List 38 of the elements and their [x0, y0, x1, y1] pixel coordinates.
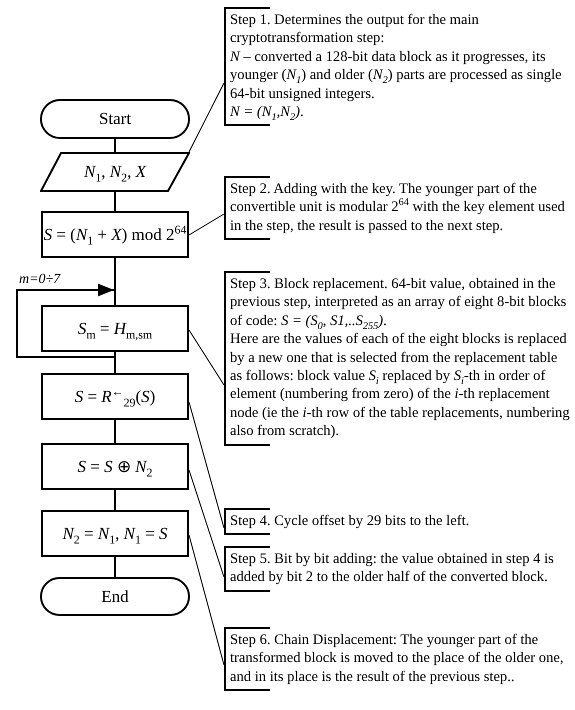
flow-line: [114, 420, 116, 443]
annotation-text: N – converted a 128-bit data block as it progresses, its younger (N$_{1}$) and older (N$_{2}$) parts are processed as single 64-bit unsigned integers.: [230, 48, 563, 104]
flow-line: [114, 192, 116, 211]
terminal-label: End: [101, 586, 129, 606]
process-box: [41, 211, 189, 258]
annotation-text: Step 2. Adding with the key. The younger part of the convertible unit is modular 2$^{64}$ with the key element used in the step, the result is passed to the next step.: [230, 180, 566, 236]
process-box: [41, 305, 189, 352]
formula: N$_{2}$ = N$_{1}$, N$_{1}$ = S: [62, 524, 168, 544]
terminal-shape: [40, 577, 190, 616]
leader-line: [188, 330, 224, 386]
formula: S$_{m}$ = H$_{m,sm}$: [78, 318, 152, 338]
formula: S = R$^{←}$$_{29}$(S): [74, 386, 156, 406]
flow-line: [114, 352, 116, 373]
leader-line: [188, 82, 224, 152]
annotation-text: Step 5. Bit by bit adding: the value obtained in step 4 is added by bit 2 to the older half of the converted block.: [230, 550, 555, 587]
flow-line: [114, 139, 116, 152]
terminal-shape: [40, 99, 190, 139]
formula: S = (N$_{1}$ + X) mod 2$^{64}$: [44, 224, 186, 244]
terminal-label: Start: [98, 109, 132, 129]
process-box: [41, 373, 189, 420]
loop-arrow: [16, 284, 116, 358]
annotation-text: Step 4. Cycle offset by 29 bits to the left.: [230, 512, 470, 530]
leader-line: [188, 402, 224, 528]
leader-line: [188, 470, 224, 578]
annotation-text: Step 3. Block replacement. 64-bit value, obtained in the previous step, interpreted as an array of eight 8-bit blocks of code: S = (S$_{0}$, S1,..S$_{255}$).: [230, 275, 568, 330]
flow-line: [114, 490, 116, 510]
annotation-text: N = (N$_{1}$,N$_{2}$).: [230, 103, 305, 122]
flow-line: [114, 557, 116, 577]
formula: N$_{1}$, N$_{2}$, X: [84, 162, 146, 182]
formula: S = S ⊕ N$_{2}$: [78, 456, 152, 477]
process-box: [41, 510, 189, 557]
annotation-text: Here are the values of each of the eight blocks is replaced by a new one that is selected from the replacement table as follows: block value S$_{i}$ replaced by S$_{i}$-th in order of element (numbering from zero) of the i-th replacement node (ie the i-th row of the table replacements, numbering also from scratch).: [230, 330, 571, 441]
annotation-text: Step 6. Chain Displacement: The younger part of the transformed block is moved to the place of the older one, and in its place is the result of the previous step..: [230, 631, 565, 686]
flow-line: [114, 258, 116, 305]
leader-line: [188, 534, 224, 666]
annotation-text: Step 1. Determines the output for the main cryptotransformation step:: [230, 11, 480, 48]
leader-line: [188, 214, 224, 236]
process-box: [41, 443, 189, 490]
